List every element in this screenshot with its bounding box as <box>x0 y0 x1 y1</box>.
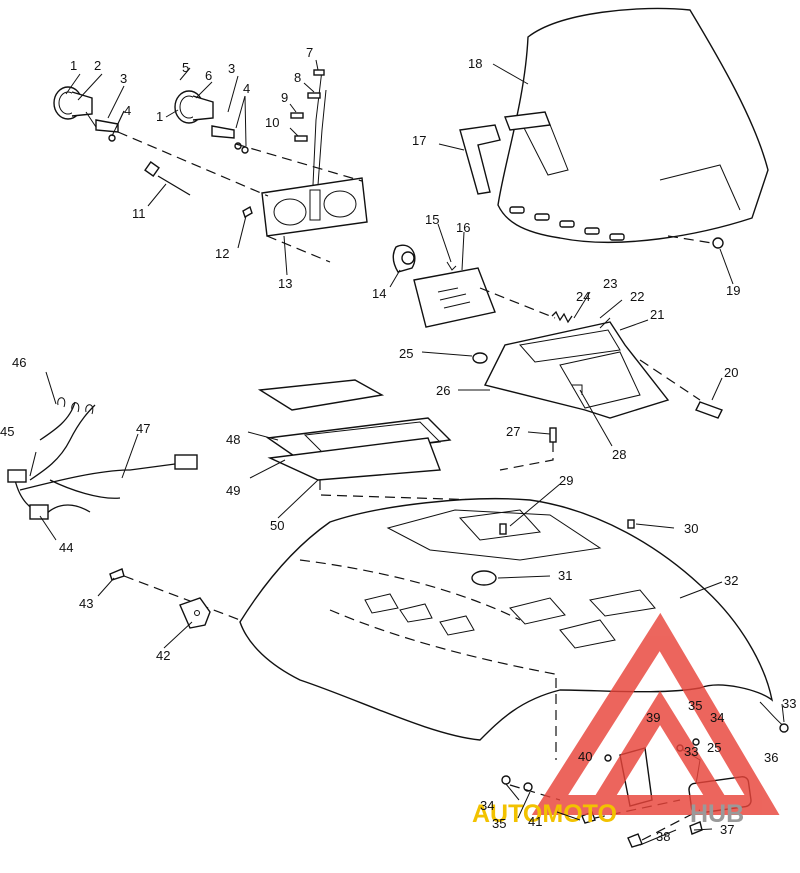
callout-5: 5 <box>182 60 189 75</box>
callout-34: 34 <box>710 710 724 725</box>
callout-18: 18 <box>468 56 482 71</box>
watermark-text: AUTOMOTO HUB <box>472 800 744 828</box>
gauge-dashline-1 <box>117 131 269 197</box>
callout-16: 16 <box>456 220 470 235</box>
callout-33: 33 <box>782 696 796 711</box>
callout-22: 22 <box>630 289 644 304</box>
watermark-text-red: AUTOMOTO <box>472 800 617 828</box>
callout-30: 30 <box>684 521 698 536</box>
spring-24 <box>551 310 573 324</box>
callout-6: 6 <box>205 68 212 83</box>
callout-39: 39 <box>646 710 660 725</box>
callout-38: 38 <box>656 829 670 844</box>
callout-44: 44 <box>59 540 73 555</box>
bracket-42 <box>179 597 211 629</box>
callout-40: 40 <box>578 749 592 764</box>
callout-9: 9 <box>281 90 288 105</box>
callout-32: 32 <box>724 573 738 588</box>
callout-31: 31 <box>558 568 572 583</box>
windshield <box>497 7 769 249</box>
headlight-assembly <box>392 244 556 328</box>
callout-47: 47 <box>136 421 150 436</box>
gauge-panel <box>261 69 368 237</box>
callout-42: 42 <box>156 648 170 663</box>
callout-29: 29 <box>559 473 573 488</box>
callout-35-second: 35 <box>492 816 506 831</box>
windshield-trim <box>459 111 551 195</box>
callout-45: 45 <box>0 424 14 439</box>
callout-21: 21 <box>650 307 664 322</box>
callout-36: 36 <box>764 750 778 765</box>
gauge-dashline-3 <box>266 235 331 263</box>
callout-labels: 1 2 3 4 5 6 1 3 4 7 8 9 10 11 12 13 14 1… <box>0 45 796 844</box>
left-gauge <box>53 86 119 142</box>
callout-4: 4 <box>124 103 131 118</box>
callout-12: 12 <box>215 246 229 261</box>
callout-3: 3 <box>120 71 127 86</box>
callout-1: 1 <box>70 58 77 73</box>
watermark-text-grey: HUB <box>690 800 744 828</box>
callout-27: 27 <box>506 424 520 439</box>
callout-33-second: 33 <box>684 744 698 759</box>
callout-37: 37 <box>720 822 734 837</box>
callout-8: 8 <box>294 70 301 85</box>
callout-46: 46 <box>12 355 26 370</box>
callout-41: 41 <box>528 814 542 829</box>
callout-19: 19 <box>726 283 740 298</box>
right-gauge <box>174 90 249 154</box>
callout-4-second: 4 <box>243 81 250 96</box>
watermark-logo <box>531 612 780 815</box>
callout-34-second: 34 <box>480 798 494 813</box>
callout-23: 23 <box>603 276 617 291</box>
gauge-dashline-2 <box>235 143 363 182</box>
headlight-housing <box>472 321 723 471</box>
leader-lines <box>29 59 785 846</box>
callout-3-second: 3 <box>228 61 235 76</box>
wire-harness <box>7 397 241 621</box>
callout-35: 35 <box>688 698 702 713</box>
callout-26: 26 <box>436 383 450 398</box>
hood-plates <box>257 379 481 501</box>
callout-24: 24 <box>576 289 590 304</box>
callout-7: 7 <box>306 45 313 60</box>
callout-49: 49 <box>226 483 240 498</box>
callout-43: 43 <box>79 596 93 611</box>
callout-2: 2 <box>94 58 101 73</box>
callout-1-second: 1 <box>156 109 163 124</box>
screw-12 <box>242 205 253 219</box>
callout-25-second: 25 <box>707 740 721 755</box>
callout-10: 10 <box>265 115 279 130</box>
callout-13: 13 <box>278 276 292 291</box>
callout-14: 14 <box>372 286 386 301</box>
bolt-11 <box>144 161 191 196</box>
callout-15: 15 <box>425 212 439 227</box>
callout-20: 20 <box>724 365 738 380</box>
callout-25: 25 <box>399 346 413 361</box>
callout-11: 11 <box>132 206 146 221</box>
callout-50: 50 <box>270 518 284 533</box>
callout-17: 17 <box>412 133 426 148</box>
callout-28: 28 <box>612 447 626 462</box>
callout-48: 48 <box>226 432 240 447</box>
